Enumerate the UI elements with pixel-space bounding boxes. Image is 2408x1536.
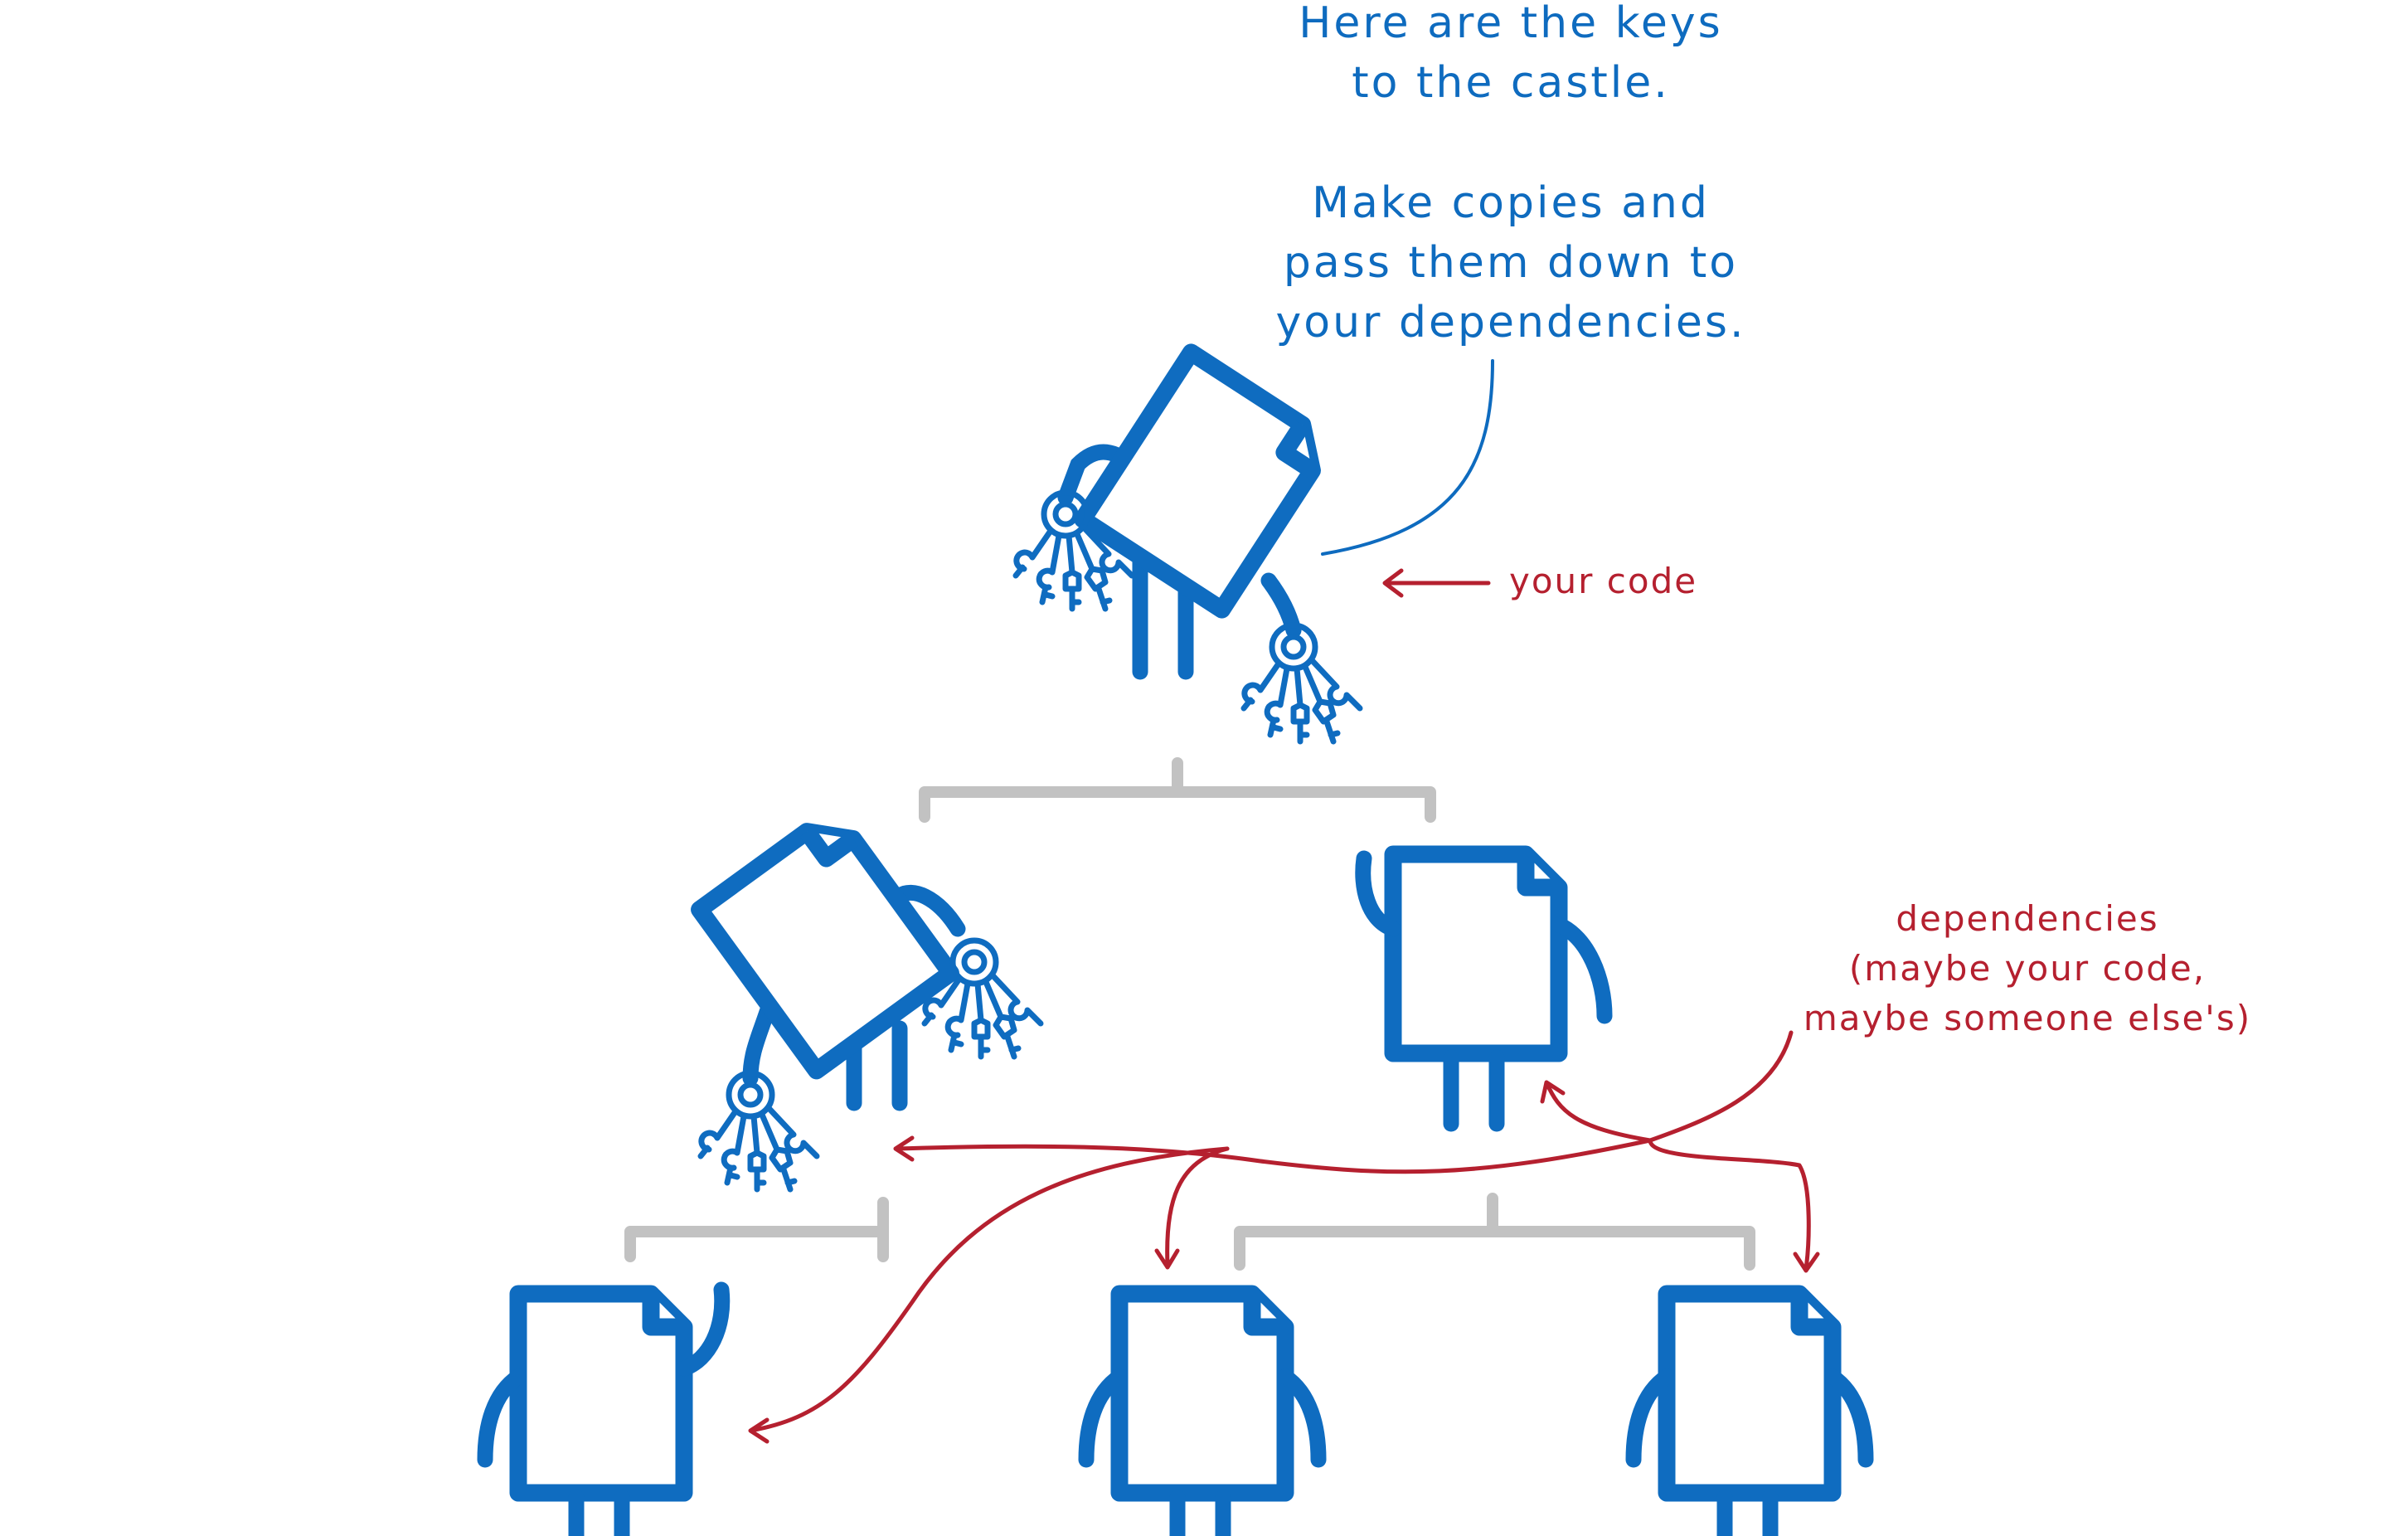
arrow-to-middle-left — [893, 1135, 1653, 1174]
dependencies-annotation: dependencies (maybe your code, maybe som… — [748, 898, 2251, 1444]
speech-line-5: your dependencies. — [1275, 298, 1745, 348]
dependency-character-middle-right — [1355, 854, 1613, 1124]
dependencies-label-line-3: maybe someone else's) — [1804, 998, 2251, 1038]
middle-right-document-icon — [1393, 854, 1559, 1124]
dependency-character-bottom-right — [1625, 1294, 1874, 1536]
your-code-label: your code — [1509, 561, 1697, 601]
dependency-character-middle-left — [691, 823, 1041, 1189]
dependencies-label-line-2: (maybe your code, — [1849, 948, 2206, 989]
speech-line-3: Make copies and — [1312, 178, 1710, 228]
speech-pointer — [1321, 359, 1494, 556]
your-code-document-icon — [1074, 343, 1321, 619]
speech-line-1: Here are the keys — [1299, 0, 1722, 48]
dependency-character-bottom-middle — [1078, 1294, 1327, 1536]
keyring-icon — [1244, 625, 1360, 741]
bottom-left-document-icon — [518, 1294, 684, 1536]
dependencies-label-line-1: dependencies — [1896, 898, 2158, 939]
speech-bubble-text: Here are the keys to the castle. Make co… — [1275, 0, 1745, 348]
speech-line-4: pass them down to — [1284, 238, 1738, 288]
arrow-to-middle-right — [1540, 1080, 1653, 1143]
tree-bracket-level2-right — [1234, 1193, 1755, 1271]
your-code-character — [1016, 343, 1360, 741]
your-code-arrow — [1382, 568, 1491, 598]
keyring-icon — [701, 1073, 817, 1189]
bottom-right-document-icon — [1667, 1294, 1833, 1536]
bottom-middle-document-icon — [1119, 1294, 1285, 1536]
arrow-to-bottom-right — [1648, 1138, 1820, 1273]
dependencies-pointer — [1648, 1030, 1794, 1143]
dependency-character-bottom-left — [477, 1281, 731, 1536]
tree-bracket-level2-left — [624, 1197, 889, 1262]
arrow-to-bottom-middle — [1154, 1146, 1230, 1270]
your-code-annotation: your code — [1382, 561, 1697, 601]
arrow-to-bottom-left — [748, 1146, 1230, 1444]
middle-left-document-icon — [691, 823, 959, 1080]
speech-line-2: to the castle. — [1352, 58, 1670, 108]
tree-bracket-level1 — [919, 757, 1436, 823]
